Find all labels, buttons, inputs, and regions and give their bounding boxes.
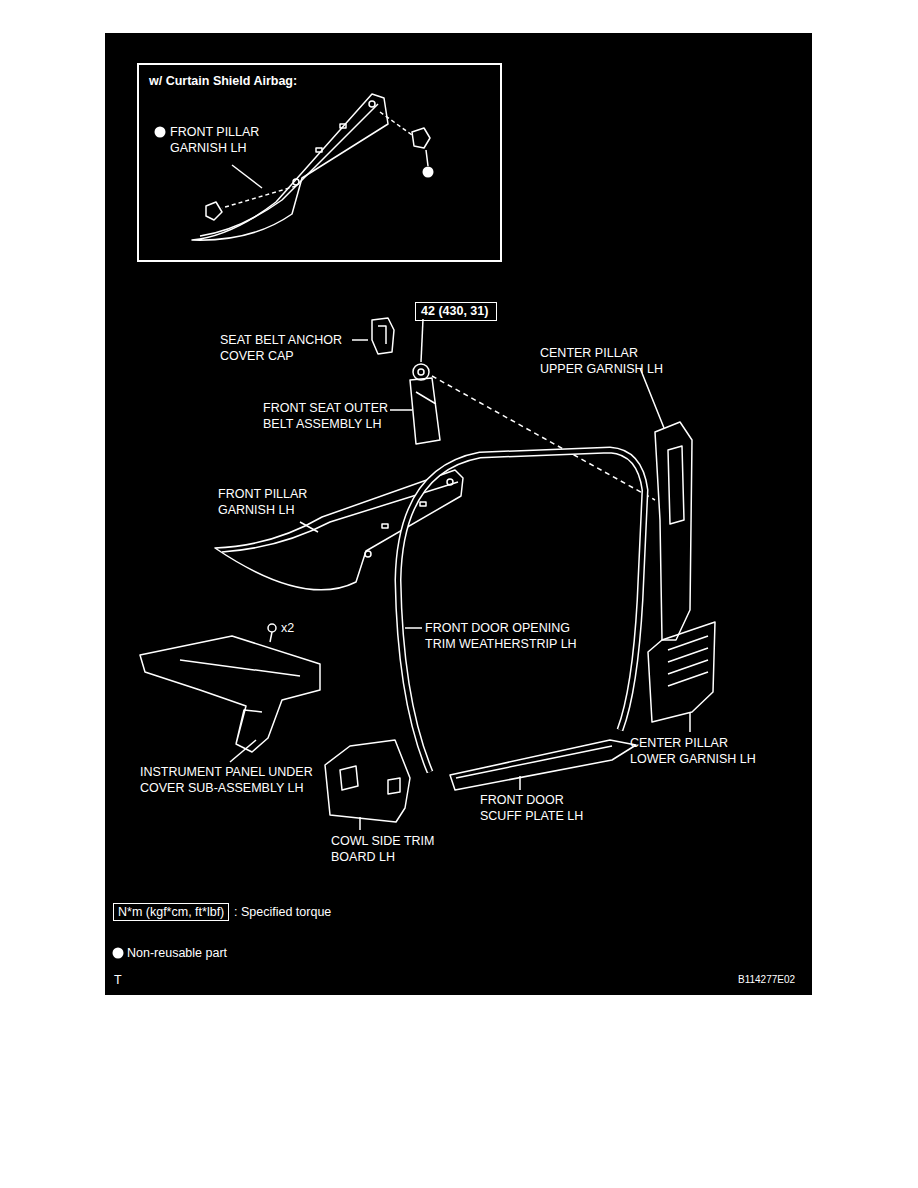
leader-line <box>352 339 368 341</box>
cowl-trim-drawing <box>325 740 410 822</box>
garnish-slot <box>316 148 322 152</box>
under-cover-drawing <box>140 636 320 752</box>
part-name: COWL SIDE TRIM BOARD LH <box>331 833 439 865</box>
leader-line <box>689 712 691 732</box>
leader-line <box>300 522 318 532</box>
part-name: FRONT SEAT OUTER BELT ASSEMBLY LH <box>263 400 403 432</box>
legend-text: Non-reusable part <box>127 945 227 961</box>
panel-ground <box>105 33 812 995</box>
legend-torque-sample: N*m (kgf*cm, ft*lbf) <box>113 903 229 921</box>
weatherstrip-drawing <box>398 450 645 772</box>
scuff-plate-drawing <box>450 740 636 790</box>
garnish-slot <box>382 524 388 528</box>
upper-garnish-drawing <box>655 422 692 640</box>
part-name: FRONT DOOR SCUFF PLATE LH <box>480 792 598 824</box>
cover-cap-drawing <box>372 318 394 354</box>
torque-unit: N*m (kgf*cm, ft*lbf) <box>118 904 224 920</box>
non-reusable-dot <box>155 127 166 138</box>
leader-line <box>359 817 361 830</box>
leader-line <box>405 627 422 629</box>
garnish-hole <box>365 551 371 557</box>
dashed-guide <box>222 186 296 208</box>
part-name: FRONT DOOR OPENING TRIM WEATHERSTRIP LH <box>425 620 597 652</box>
leader-line <box>426 150 428 166</box>
part-name: INSTRUMENT PANEL UNDER COVER SUB-ASSEMBL… <box>140 764 332 796</box>
anchor-bolt <box>413 364 429 380</box>
leader-line <box>230 740 256 762</box>
garnish-slot <box>420 502 426 506</box>
lower-garnish-drawing <box>648 622 715 722</box>
dashed-guide <box>432 376 655 500</box>
clip <box>206 202 222 220</box>
clip <box>412 128 430 148</box>
screw-symbol <box>270 632 272 642</box>
part-name: CENTER PILLAR UPPER GARNISH LH <box>540 345 675 377</box>
garnish-slot <box>340 124 346 128</box>
part-name: FRONT PILLAR GARNISH LH <box>218 486 328 518</box>
screw-symbol <box>268 624 276 632</box>
garnish-hole <box>293 179 299 185</box>
garnish-edge <box>200 104 378 236</box>
garnish-hole <box>369 101 375 107</box>
inset-box: w/ Curtain Shield Airbag: <box>137 63 502 262</box>
leader-line <box>519 776 521 790</box>
leader-line <box>390 409 412 411</box>
legend-text: : Specified torque <box>234 904 331 920</box>
part-name: CENTER PILLAR LOWER GARNISH LH <box>630 735 767 767</box>
leader-line <box>232 165 262 188</box>
legend-dot <box>113 948 124 959</box>
seat-belt-drawing <box>410 378 440 444</box>
part-name: SEAT BELT ANCHOR COVER CAP <box>220 332 360 364</box>
box-heading: w/ Curtain Shield Airbag: <box>149 73 297 89</box>
garnish-hole <box>447 479 453 485</box>
quantity: x2 <box>281 620 311 636</box>
anchor-bolt <box>418 369 424 375</box>
non-reusable-dot <box>423 167 434 178</box>
leader-line <box>640 368 664 428</box>
leader-line <box>421 319 423 362</box>
dashed-guide <box>380 112 412 135</box>
pillar-garnish-drawing <box>192 94 388 240</box>
box-heading: 42 (430, 31) <box>421 303 488 319</box>
part-name: FRONT PILLAR GARNISH LH <box>170 124 280 156</box>
torque-box: 42 (430, 31) <box>415 302 497 321</box>
page-mark: T <box>114 972 134 988</box>
weatherstrip-drawing <box>398 450 645 772</box>
figure-code: B114277E02 <box>738 972 808 988</box>
